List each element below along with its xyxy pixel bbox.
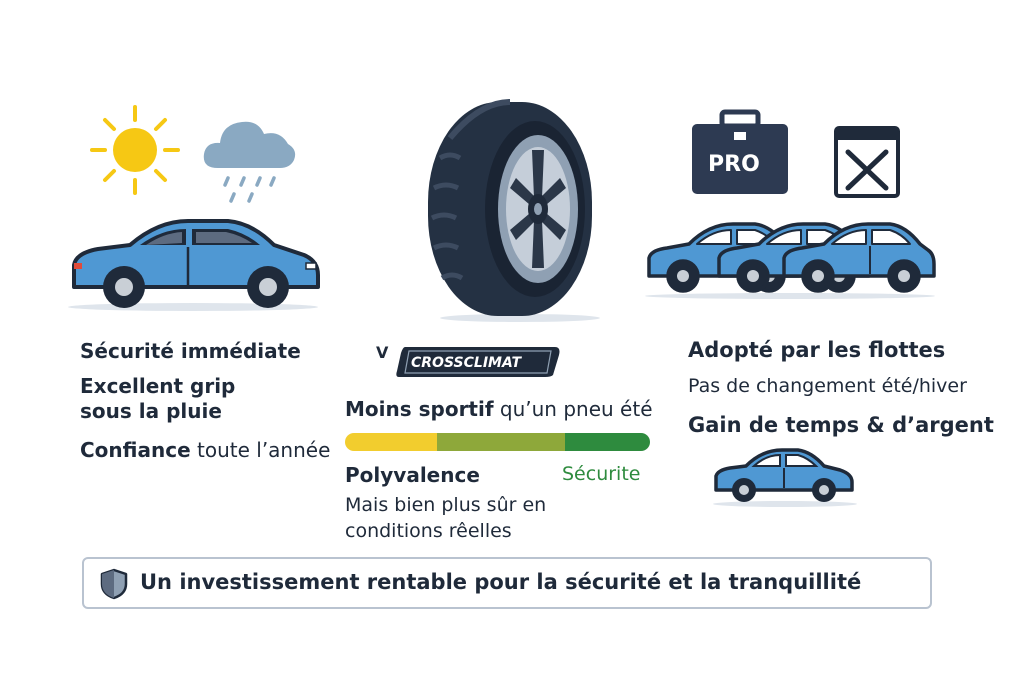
bar-label-safety: Sécurite xyxy=(562,463,641,485)
left-confidence: Confiance toute l’année xyxy=(80,439,330,462)
crossed-calendar-icon xyxy=(834,126,900,198)
left-confidence-bold: Confiance xyxy=(80,438,191,462)
versatility-safety-bar xyxy=(345,433,650,451)
brand-name: CROSSCLIMAT xyxy=(411,355,522,371)
pro-label: PRO xyxy=(708,152,760,177)
banner-text: Un investissement rentable pour la sécur… xyxy=(140,570,862,594)
car-icon xyxy=(68,219,320,311)
tire-icon xyxy=(428,99,600,322)
brand-prefix: V xyxy=(376,343,389,362)
left-grip-line1: Excellent grip xyxy=(80,374,236,398)
fleet-cars-icon xyxy=(645,222,936,299)
left-confidence-rest: toute l’année xyxy=(190,438,331,462)
conclusion-banner xyxy=(82,557,932,609)
rain-cloud-icon xyxy=(203,121,296,203)
mid-safer-line2: conditions rêelles xyxy=(345,520,512,542)
bar-label-versatility: Polyvalence xyxy=(345,463,480,487)
briefcase-icon xyxy=(692,109,788,194)
bar-green-segment xyxy=(564,433,650,451)
left-grip-line2: sous la pluie xyxy=(80,399,222,423)
right-fleets: Adopté par les flottes xyxy=(688,338,946,362)
mid-less-sporty-rest: qu’un pneu été xyxy=(493,397,653,421)
shield-icon xyxy=(100,568,128,600)
small-car-icon xyxy=(713,448,857,507)
right-time-money: Gain de temps & d’argent xyxy=(688,413,994,437)
bar-olive-segment xyxy=(436,433,565,451)
left-immediate-safety: Sécurité immédiate xyxy=(80,339,301,363)
mid-less-sporty-bold: Moins sportif xyxy=(345,397,494,421)
right-no-seasonal-change: Pas de changement été/hiver xyxy=(688,375,967,397)
mid-safer-line1: Mais bien plus sûr en xyxy=(345,494,547,516)
bar-yellow-segment xyxy=(345,433,437,451)
sun-icon xyxy=(90,105,180,195)
mid-less-sporty: Moins sportif qu’un pneu été xyxy=(345,398,653,421)
brand-badge xyxy=(396,347,560,377)
